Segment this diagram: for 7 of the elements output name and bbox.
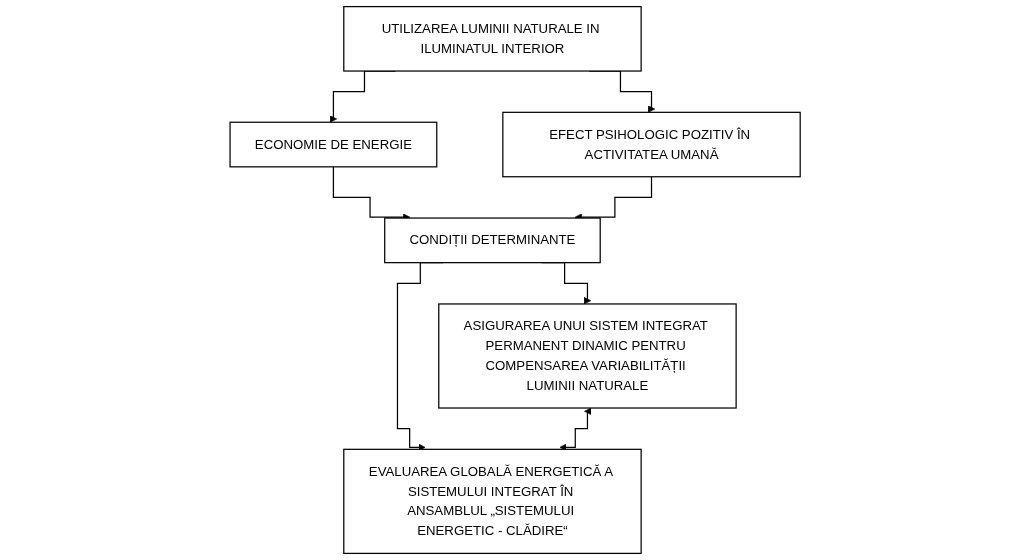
node-box: EFECT PSIHOLOGIC POZITIV ÎN ACTIVITATEA UMANĂ	[502, 111, 802, 178]
node-box: CONDIȚII DETERMINANTE	[384, 217, 602, 264]
node-box: ECONOMIE DE ENERGIE	[229, 121, 438, 168]
node-box: EVALUAREA GLOBALĂ ENERGETICĂ A SISTEMULUI INTEGRAT ÎN ANSAMBLUL „SISTEMULUI ENERGETIC - CLĂDIRE“	[343, 448, 643, 554]
node-box: UTILIZAREA LUMINII NATURALE IN ILUMINATUL INTERIOR	[343, 6, 643, 72]
node-box: ASIGURAREA UNUI SISTEM INTEGRAT PERMANENT DINAMIC PENTRU COMPENSAREA VARIABILITĂȚII LUMINII NATURALE	[438, 303, 738, 409]
arrow	[559, 408, 592, 451]
